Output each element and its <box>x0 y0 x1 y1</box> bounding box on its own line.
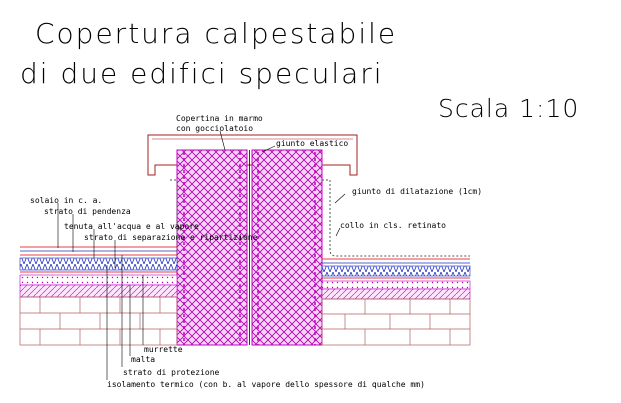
label-tenuta: tenuta all'acqua e al vapore <box>64 222 199 231</box>
title-line-1: Copertura calpestabile <box>35 17 397 50</box>
label-collo: collo in cls. retinato <box>340 221 446 230</box>
label-protezione: strato di protezione <box>123 368 220 377</box>
left-brick-wall <box>19 296 178 346</box>
right-roof-layers <box>321 258 471 300</box>
left-roof-layers <box>19 246 178 298</box>
title-line-2: di due edifici speculari <box>20 57 384 90</box>
right-brick-wall <box>321 298 471 346</box>
label-copertina-2: con gocciolatoio <box>176 124 253 133</box>
label-solaio: solaio in c. a. <box>30 196 102 205</box>
label-giunto-dilatazione: giunto di dilatazione (1cm) <box>352 187 482 196</box>
label-malta: malta <box>131 355 155 364</box>
label-strato-pendenza: strato di pendenza <box>44 207 131 216</box>
label-giunto-elastico: giunto elastico <box>276 139 348 148</box>
label-copertina-1: Copertina in marmo <box>176 114 263 123</box>
label-separazione: strato di separazione e ripartizione <box>84 233 258 242</box>
label-murrette: murrette <box>144 345 183 354</box>
label-isolamento: isolamento termico (con b. al vapore del… <box>107 380 425 389</box>
scale-label: Scala 1:10 <box>438 94 579 123</box>
right-parapet <box>251 149 323 346</box>
left-parapet <box>176 149 248 346</box>
leader-lines <box>57 130 346 380</box>
marble-cap <box>147 134 358 176</box>
